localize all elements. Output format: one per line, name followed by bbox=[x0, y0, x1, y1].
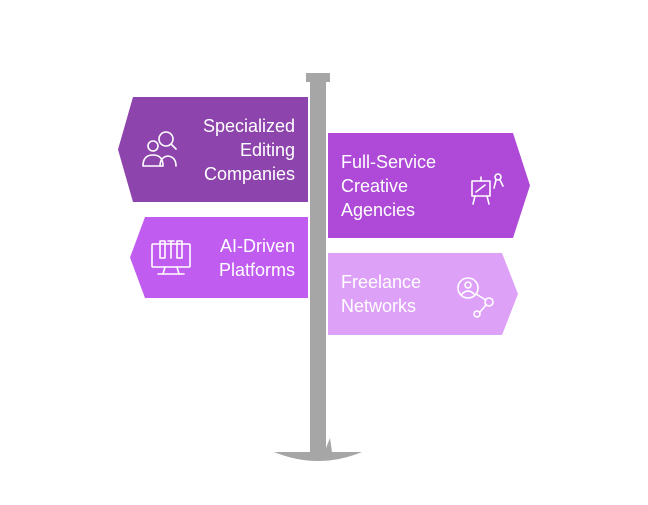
sign-label-line: Full-Service bbox=[341, 152, 437, 172]
sign-label-line: Networks bbox=[341, 296, 417, 316]
sign-label-line: Freelance bbox=[341, 272, 422, 292]
sign-label-specialized-editing: Specialized Editing Companies bbox=[188, 114, 295, 186]
easel-icon bbox=[471, 173, 504, 205]
sign-freelance-networks[interactable] bbox=[328, 253, 518, 335]
pole-cap bbox=[306, 73, 330, 82]
sign-ai-driven-platforms[interactable] bbox=[130, 217, 308, 298]
sign-label-line: Editing bbox=[239, 140, 295, 160]
people-search-icon bbox=[142, 131, 177, 167]
network-person-icon bbox=[457, 277, 494, 318]
ai-monitor-icon bbox=[151, 240, 191, 275]
sign-label-line: Platforms bbox=[218, 260, 295, 280]
sign-label-line: Companies bbox=[203, 164, 295, 184]
sign-specialized-editing[interactable] bbox=[118, 97, 308, 202]
sign-label-freelance-networks: Freelance Networks bbox=[341, 270, 451, 318]
sign-label-line: Specialized bbox=[202, 116, 295, 136]
sign-label-line: AI-Driven bbox=[219, 236, 295, 256]
ground-mound bbox=[274, 452, 362, 461]
sign-label-full-service-agencies: Full-Service Creative Agencies bbox=[341, 150, 459, 222]
sign-label-line: Creative bbox=[341, 176, 409, 196]
sign-label-line: Agencies bbox=[341, 200, 416, 220]
pole bbox=[310, 80, 326, 452]
sign-full-service-agencies[interactable] bbox=[328, 133, 530, 238]
sign-label-ai-driven-platforms: AI-Driven Platforms bbox=[198, 234, 295, 282]
